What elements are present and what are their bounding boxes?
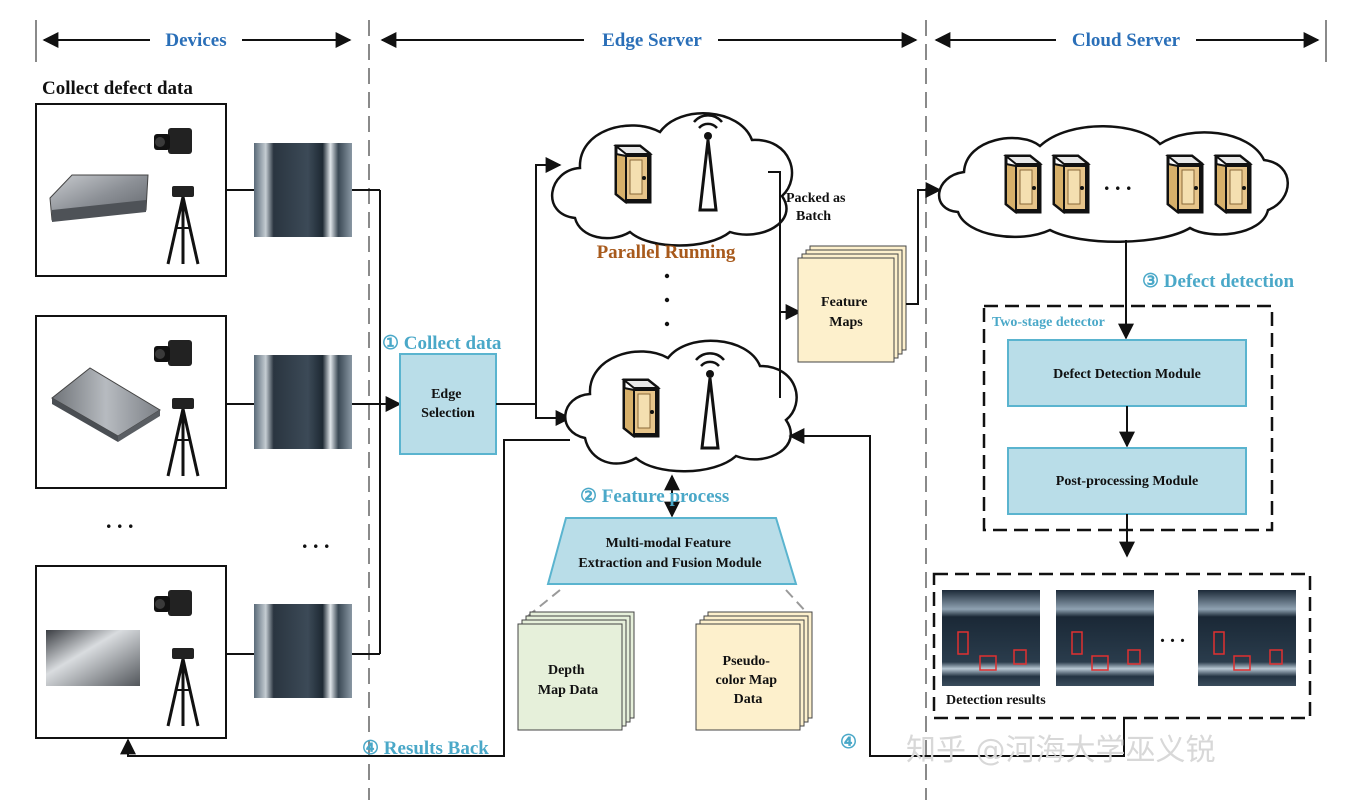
server-icon: [1166, 154, 1204, 214]
device-3: [35, 565, 227, 739]
detection-results-box: [932, 572, 1312, 720]
edge-cloud-1: [550, 112, 794, 247]
watermark: 知乎 @河海大学巫义锐: [906, 733, 1216, 768]
svg-text:Edge Selection: Edge Selection: [421, 387, 475, 421]
packed-line1: Packed as: [786, 191, 846, 206]
cloud-servers-ellipsis: . . .: [1104, 170, 1132, 195]
device-1: [35, 103, 227, 277]
server-icon: [1052, 154, 1090, 214]
step4-right: ④: [840, 732, 857, 753]
mmfe-module-box: [546, 517, 798, 585]
detection-results-label: Detection results: [946, 693, 1046, 708]
devices-ellipsis-left: . . .: [106, 508, 134, 533]
detection-image-3: [1198, 590, 1296, 686]
step1-collect-data: ① Collect data: [382, 333, 502, 354]
pseudo-line3: Data: [734, 692, 763, 707]
devices-ellipsis-right: . . .: [302, 528, 330, 553]
feature-maps-line2: Maps: [829, 315, 863, 330]
strip-image-3: [254, 604, 352, 698]
edge-selection-box: [399, 353, 497, 455]
pseudo-line2: color Map: [715, 673, 777, 688]
two-stage-detector-label: Two-stage detector: [992, 315, 1105, 330]
server-icon: [1214, 154, 1252, 214]
svg-text:Packed as Batch: Packed as Batch: [786, 191, 849, 224]
detection-image-2: [1056, 590, 1154, 686]
detection-image-1: [942, 590, 1040, 686]
step4-results-back: ④ Results Back: [362, 738, 489, 759]
server-icon: [614, 144, 652, 204]
svg-text:Depth Map Data: Depth Map Data: [538, 663, 598, 698]
svg-text:Pseudo- color Map Data: Pseudo- color Map Data: [715, 654, 780, 707]
depth-line1: Depth: [548, 663, 585, 678]
section-devices-title: Devices: [165, 30, 226, 51]
collect-defect-data-title: Collect defect data: [42, 78, 193, 99]
strip-image-1: [254, 143, 352, 237]
device-2: [35, 315, 227, 489]
edge-selection-line2: Selection: [421, 406, 475, 421]
feature-maps-stack: [797, 245, 907, 363]
edge-selection-line1: Edge: [431, 387, 461, 402]
defect-detection-module-label: Defect Detection Module: [1053, 367, 1201, 382]
step2-feature-process: ② Feature process: [580, 486, 729, 507]
feature-maps-line1: Feature: [821, 295, 867, 310]
defect-detection-module-box: [1007, 339, 1247, 407]
steel-plate-3-image: [46, 630, 140, 686]
mmfe-line1: Multi-modal Feature: [606, 536, 731, 551]
svg-text:Multi-modal Feature Extrac: Multi-modal Feature Extraction and Fusio…: [578, 536, 761, 571]
parallel-running-label: Parallel Running: [597, 242, 736, 263]
pseudo-line1: Pseudo-: [723, 654, 771, 669]
section-edge-title: Edge Server: [602, 30, 702, 51]
detection-ellipsis: . . .: [1160, 625, 1185, 647]
step3-defect-detection: ③ Defect detection: [1142, 271, 1295, 292]
depth-line2: Map Data: [538, 683, 598, 698]
section-cloud-title: Cloud Server: [1072, 30, 1181, 51]
depth-map-stack: [517, 611, 635, 731]
strip-image-2: [254, 355, 352, 449]
edge-cloud-2: [564, 339, 798, 473]
server-icon: [622, 378, 660, 438]
mmfe-line2: Extraction and Fusion Module: [578, 556, 761, 571]
post-processing-module-label: Post-processing Module: [1056, 474, 1198, 489]
pseudo-color-stack: [695, 611, 813, 731]
server-icon: [1004, 154, 1042, 214]
svg-text:Feature Maps: Feature Maps: [821, 295, 871, 330]
packed-line2: Batch: [796, 209, 831, 224]
